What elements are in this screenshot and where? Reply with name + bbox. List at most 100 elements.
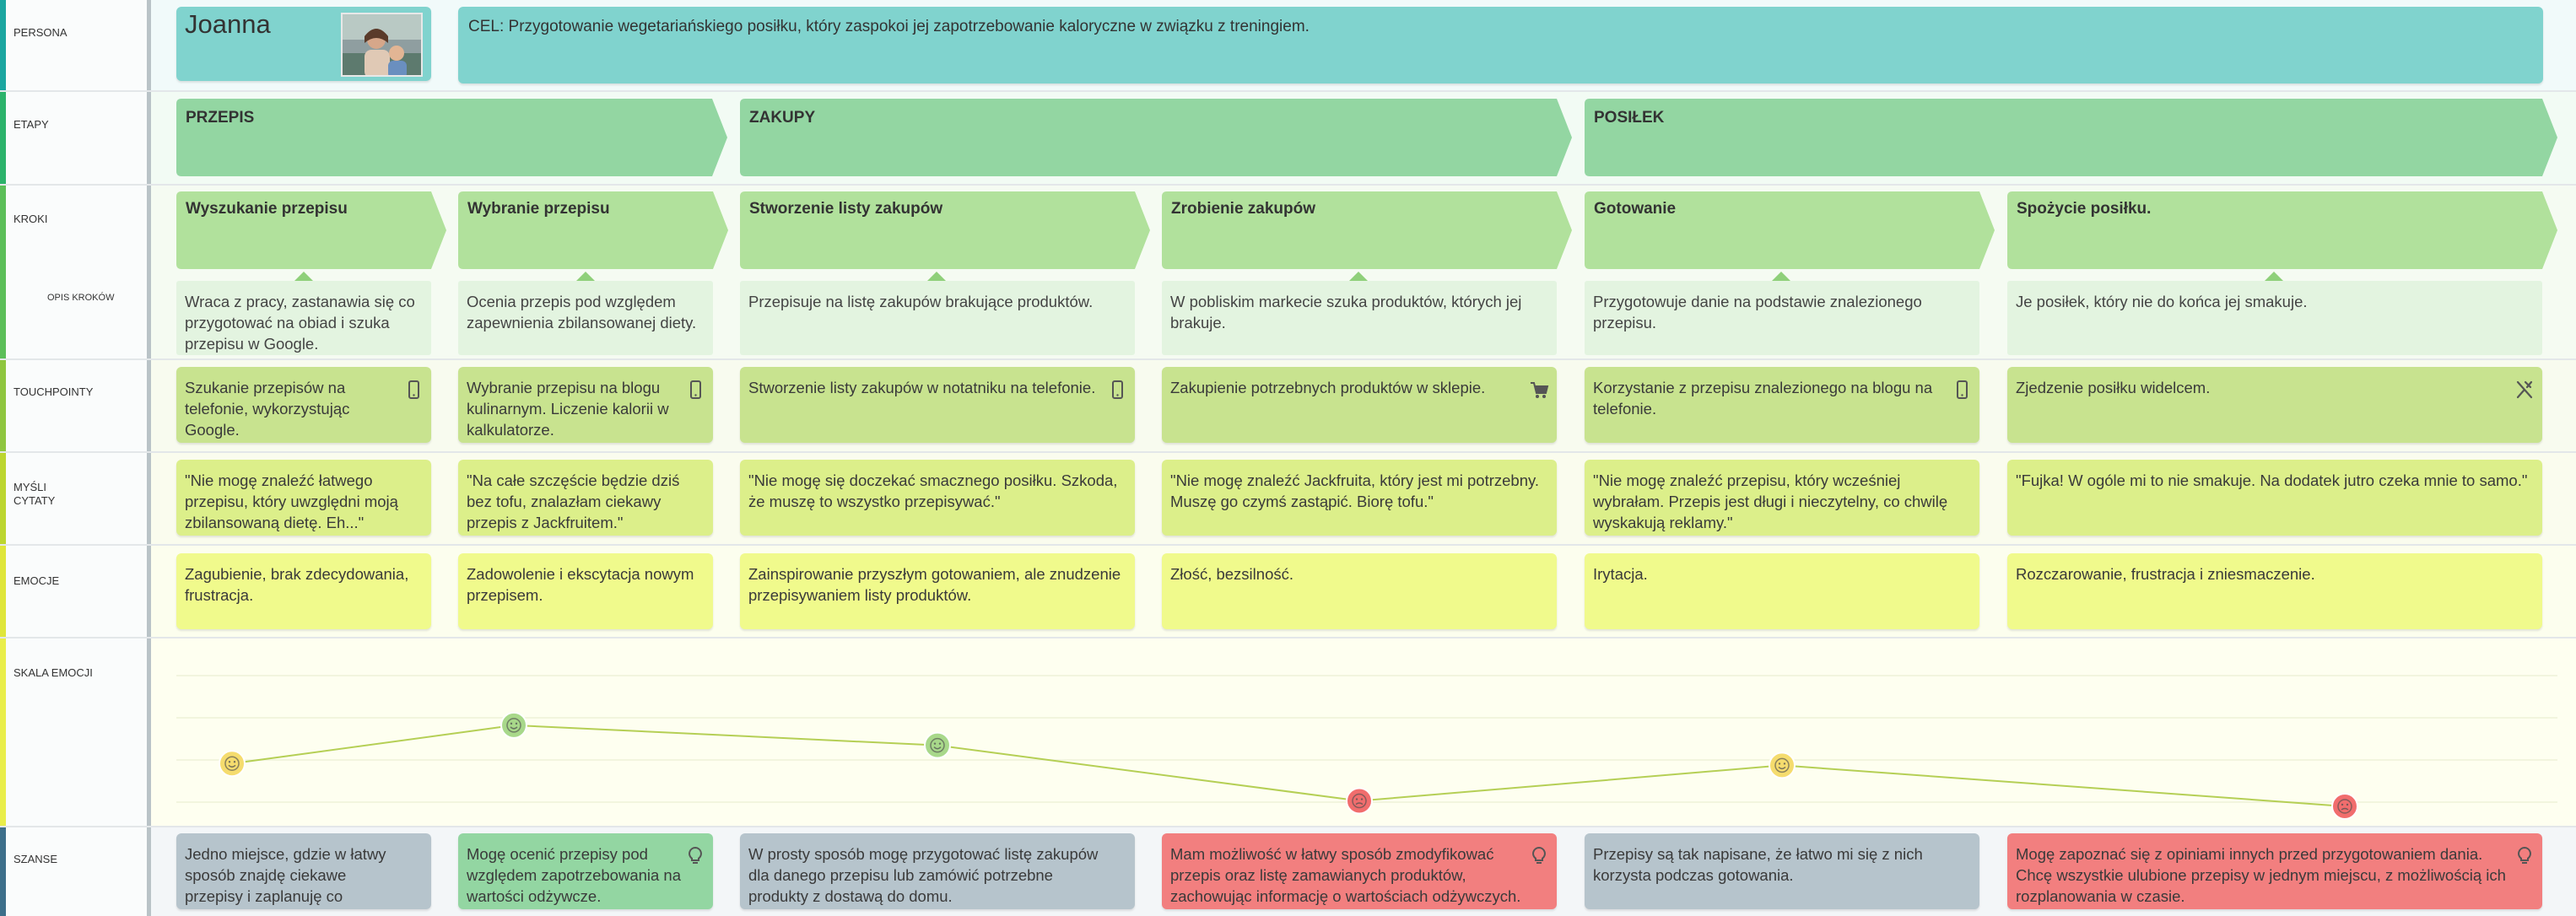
thought-card[interactable]: "Na całe szczęście będzie dziś bez tofu,… [458, 460, 713, 536]
touchpoint-text: Zakupienie potrzebnych produktów w sklep… [1170, 379, 1486, 396]
row-label-column [0, 0, 149, 916]
step-card[interactable]: Zrobienie zakupów [1162, 191, 1572, 269]
step-title: Zrobienie zakupów [1171, 200, 1316, 218]
thought-card[interactable]: "Nie mogę znaleźć przepisu, który wcześn… [1585, 460, 1979, 536]
emotion-card[interactable]: Irytacja. [1585, 553, 1979, 629]
step-card[interactable]: Stworzenie listy zakupów [740, 191, 1150, 269]
persona-stripe [0, 0, 6, 91]
lightbulb-icon [2518, 846, 2531, 864]
touchpoint-card[interactable]: Zjedzenie posiłku widelcem. [2007, 367, 2542, 443]
stage-label: PRZEPIS [186, 109, 255, 127]
row-label-steps: KROKI [14, 213, 48, 225]
opportunity-text: Jedno miejsce, gdzie w łatwy sposób znaj… [185, 845, 386, 909]
emotion-scale-line [231, 724, 2346, 807]
row-separator [0, 637, 2576, 639]
step-notches [294, 272, 2284, 282]
neutral-face-icon [1769, 752, 1796, 779]
touchpoints-stripe [0, 359, 6, 452]
row-separator [0, 184, 2576, 186]
emotion-text: Zainspirowanie przyszłym gotowaniem, ale… [748, 565, 1121, 604]
stages-stripe [0, 91, 6, 185]
row-separator [0, 358, 2576, 360]
persona-goal-card[interactable]: CEL: Przygotowanie wegetariańskiego posi… [458, 7, 2543, 84]
cart-icon [1531, 382, 1549, 398]
emotion-card[interactable]: Rozczarowanie, frustracja i zniesmaczeni… [2007, 553, 2542, 629]
step-description: Wraca z pracy, zastanawia się co przygot… [176, 281, 431, 355]
opportunity-card[interactable]: Przepisy są tak napisane, że łatwo mi si… [1585, 833, 1979, 909]
row-separator [0, 451, 2576, 453]
thought-card[interactable]: "Nie mogę znaleźć łatwego przepisu, któr… [176, 460, 431, 536]
row-label-persona: PERSONA [14, 26, 68, 39]
step-card[interactable]: Wybranie przepisu [458, 191, 728, 269]
emotion-card[interactable]: Złość, bezsilność. [1162, 553, 1557, 629]
step-card[interactable]: Spożycie posiłku. [2007, 191, 2557, 269]
step-title: Wyszukanie przepisu [186, 200, 348, 218]
thought-text: "Nie mogę znaleźć łatwego przepisu, któr… [185, 471, 398, 531]
emotion-text: Rozczarowanie, frustracja i zniesmaczeni… [2016, 565, 2315, 583]
persona-goal: CEL: Przygotowanie wegetariańskiego posi… [468, 18, 1310, 35]
opportunity-card[interactable]: Mogę ocenić przepisy pod względem zapotr… [458, 833, 713, 909]
thought-text: "Nie mogę znaleźć przepisu, który wcześn… [1593, 471, 1948, 531]
row-label-emotions: EMOCJE [14, 574, 60, 587]
thought-card[interactable]: "Nie mogę znaleźć Jackfruita, który jest… [1162, 460, 1557, 536]
emotion-text: Zadowolenie i ekscytacja nowym przepisem… [467, 565, 694, 604]
opportunity-card[interactable]: W prosty sposób mogę przygotować listę z… [740, 833, 1135, 909]
smartphone-icon [1112, 380, 1123, 399]
step-card[interactable]: Gotowanie [1585, 191, 1995, 269]
positive-face-icon [500, 711, 527, 739]
emotion-scale-row-bg [0, 638, 2576, 827]
steps-stripe [0, 185, 6, 359]
row-label-touchpoints: TOUCHPOINTY [14, 385, 94, 398]
row-label-thoughts: MYŚLI [14, 481, 47, 493]
emotion-card[interactable]: Zagubienie, brak zdecydowania, frustracj… [176, 553, 431, 629]
step-title: Wybranie przepisu [467, 200, 610, 218]
lightbulb-icon [689, 846, 702, 864]
lightbulb-icon [1532, 846, 1546, 864]
step-title: Stworzenie listy zakupów [749, 200, 943, 218]
smartphone-icon [1957, 380, 1968, 399]
opportunity-card[interactable]: Mam możliwość w łatwy sposób zmodyfikowa… [1162, 833, 1557, 909]
touchpoint-text: Szukanie przepisów na telefonie, wykorzy… [185, 379, 350, 439]
opportunity-text: Mogę zapoznać się z opiniami innych prze… [2016, 845, 2506, 905]
stage-zakupy[interactable]: ZAKUPY [740, 99, 1572, 176]
touchpoint-card[interactable]: Zakupienie potrzebnych produktów w sklep… [1162, 367, 1557, 443]
row-label-stages: ETAPY [14, 118, 49, 131]
emotions-stripe [0, 545, 6, 638]
touchpoint-card[interactable]: Stworzenie listy zakupów w notatniku na … [740, 367, 1135, 443]
row-label-opportunities: SZANSE [14, 853, 58, 865]
thought-card[interactable]: "Nie mogę się doczekać smacznego posiłku… [740, 460, 1135, 536]
thought-text: "Fujka! W ogóle mi to nie smakuje. Na do… [2016, 471, 2528, 489]
opportunity-card[interactable]: Mogę zapoznać się z opiniami innych prze… [2007, 833, 2542, 909]
touchpoint-text: Korzystanie z przepisu znalezionego na b… [1593, 379, 1933, 418]
neutral-face-icon [219, 750, 246, 778]
column-divider [147, 0, 151, 916]
stage-posilek[interactable]: POSIŁEK [1585, 99, 2557, 176]
step-description: Przepisuje na listę zakupów brakujące pr… [740, 281, 1135, 355]
emotion-card[interactable]: Zadowolenie i ekscytacja nowym przepisem… [458, 553, 713, 629]
step-description: Przygotowuje danie na podstawie znalezio… [1585, 281, 1979, 355]
smartphone-icon [408, 380, 419, 399]
step-title: Spożycie posiłku. [2017, 200, 2152, 218]
stage-label: POSIŁEK [1594, 109, 1665, 127]
emotion-card[interactable]: Zainspirowanie przyszłym gotowaniem, ale… [740, 553, 1135, 629]
persona-name: Joanna [185, 9, 271, 39]
thoughts-stripe [0, 452, 6, 545]
touchpoint-card[interactable]: Korzystanie z przepisu znalezionego na b… [1585, 367, 1979, 443]
step-card[interactable]: Wyszukanie przepisu [176, 191, 446, 269]
touchpoint-card[interactable]: Szukanie przepisów na telefonie, wykorzy… [176, 367, 431, 443]
opportunity-card[interactable]: Jedno miejsce, gdzie w łatwy sposób znaj… [176, 833, 431, 909]
touchpoint-text: Zjedzenie posiłku widelcem. [2016, 379, 2211, 396]
persona-card[interactable]: Joanna [176, 7, 431, 81]
step-description: W pobliskim markecie szuka produktów, kt… [1162, 281, 1557, 355]
persona-photo [341, 13, 423, 77]
row-label-emotion-scale: SKALA EMOCJI [14, 666, 93, 679]
opportunity-text: W prosty sposób mogę przygotować listę z… [748, 845, 1099, 905]
row-separator [0, 826, 2576, 827]
thought-text: "Na całe szczęście będzie dziś bez tofu,… [467, 471, 680, 531]
emotion-text: Złość, bezsilność. [1170, 565, 1293, 583]
opportunity-text: Przepisy są tak napisane, że łatwo mi si… [1593, 845, 1923, 884]
row-separator [0, 90, 2576, 92]
stage-przepis[interactable]: PRZEPIS [176, 99, 727, 176]
touchpoint-card[interactable]: Wybranie przepisu na blogu kulinarnym. L… [458, 367, 713, 443]
thought-card[interactable]: "Fujka! W ogóle mi to nie smakuje. Na do… [2007, 460, 2542, 536]
